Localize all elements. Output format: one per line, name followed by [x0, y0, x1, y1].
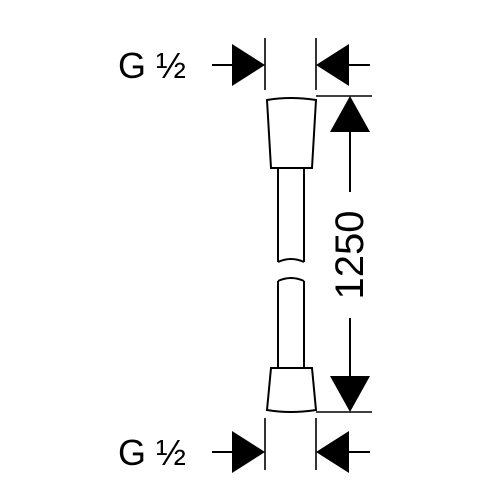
bottom-connector	[265, 367, 318, 413]
length-arrow-top-head	[330, 96, 370, 132]
bottom-dim-arrow-left-head	[232, 431, 265, 473]
top-dim-arrow-left-head	[232, 44, 265, 86]
bottom-thread-dimension: G ½	[118, 418, 370, 473]
bottom-dim-arrow-right-head	[316, 431, 349, 473]
top-connector	[265, 97, 318, 169]
top-dim-arrow-right-head	[316, 44, 349, 86]
bottom-thread-label: G ½	[118, 432, 186, 473]
hose	[265, 97, 318, 413]
lower-hose-segment	[277, 277, 305, 368]
length-label: 1250	[328, 211, 372, 300]
upper-hose-segment	[277, 168, 305, 263]
length-arrow-bottom-head	[330, 376, 370, 412]
length-dimension: 1250	[316, 95, 372, 413]
top-thread-dimension: G ½	[118, 38, 370, 90]
top-thread-label: G ½	[118, 45, 186, 86]
